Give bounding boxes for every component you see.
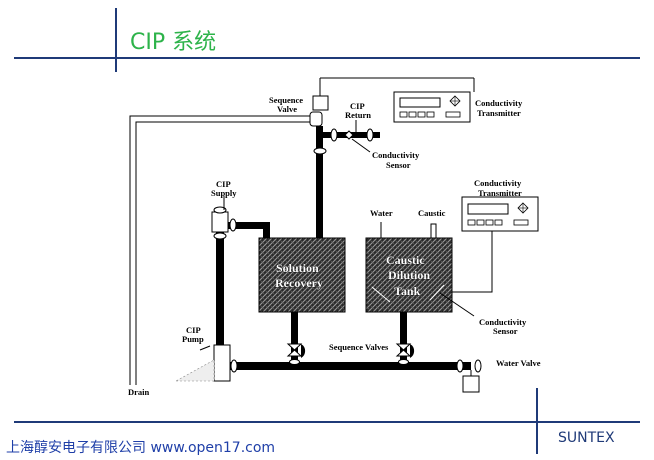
label-caustic-tank-2: Dilution <box>388 268 430 282</box>
label-sequence-valves: Sequence Valves <box>329 342 389 352</box>
label-solution-tank-2: Recovery <box>275 276 323 290</box>
label-conductivity-sensor-right-2: Sensor <box>493 326 518 336</box>
label-cip-supply-1: CIP <box>216 179 231 189</box>
return-flange-lower <box>313 147 327 155</box>
page-title: CIP 系统 <box>130 30 217 55</box>
caustic-dilution-tank <box>365 237 453 313</box>
solution-outlet-pipe <box>291 312 298 366</box>
supply-flange-right <box>229 218 237 232</box>
return-check-valve[interactable] <box>344 130 354 140</box>
water-valve-flange-left <box>456 359 464 373</box>
label-conductivity-transmitter-top-2: Transmitter <box>477 108 521 118</box>
supply-drop-pipe <box>263 222 270 240</box>
conductivity-transmitter-top <box>393 91 471 123</box>
footer-company: 上海醇安电子有限公司 www.open17.com <box>6 440 276 456</box>
footer-brand: SUNTEX <box>558 430 615 446</box>
label-conductivity-transmitter-right-1: Conductivity <box>474 178 522 188</box>
conductivity-transmitter-right <box>461 196 539 232</box>
return-flange-right <box>366 128 374 142</box>
water-valve-flange-right <box>474 359 482 373</box>
drain-valve-fitting <box>309 111 323 127</box>
label-sequence-valve-1: Sequence <box>269 95 303 105</box>
caustic-outlet-pipe <box>400 312 407 366</box>
supply-valve-body[interactable] <box>211 211 229 233</box>
sensor-right-leader <box>439 292 475 317</box>
sequence-valve-top[interactable] <box>312 95 329 111</box>
caustic-outlet-flange <box>398 359 409 365</box>
label-conductivity-sensor-right-1: Conductivity <box>479 317 527 327</box>
label-caustic: Caustic <box>418 208 446 218</box>
supply-flange-lower <box>213 232 227 240</box>
cip-pump[interactable] <box>175 344 238 382</box>
label-conductivity-transmitter-top-1: Conductivity <box>475 98 523 108</box>
water-valve-body[interactable] <box>462 375 480 393</box>
label-sequence-valve-2: Valve <box>277 104 297 114</box>
label-conductivity-transmitter-right-2: Transmitter <box>478 188 522 198</box>
bottom-header-pipe <box>226 362 471 370</box>
label-water: Water <box>370 208 393 218</box>
label-cip-pump-2: Pump <box>182 334 204 344</box>
label-caustic-tank-1: Caustic <box>386 253 425 267</box>
label-water-valve: Water Valve <box>496 358 541 368</box>
sequence-valve-left[interactable] <box>286 343 306 358</box>
return-flange-left <box>330 128 338 142</box>
sequence-valve-right[interactable] <box>395 343 415 358</box>
label-cip-pump-1: CIP <box>186 325 201 335</box>
supply-top-pipe <box>224 222 270 229</box>
solution-recovery-tank <box>258 237 346 313</box>
label-conductivity-sensor-top-1: Conductivity <box>372 150 420 160</box>
supply-riser-pipe <box>216 230 224 348</box>
label-drain: Drain <box>128 387 150 397</box>
drain-pipe-inner <box>135 121 312 385</box>
tank-probe-a <box>371 286 391 303</box>
tank-probe-b <box>429 284 445 301</box>
label-cip-return-1: CIP <box>350 101 365 111</box>
caustic-inlet <box>430 223 437 239</box>
label-caustic-tank-3: Tank <box>394 284 421 298</box>
label-cip-return-2: Return <box>345 110 371 120</box>
return-riser-pipe <box>316 126 323 238</box>
supply-flange-upper <box>213 206 227 214</box>
solution-outlet-flange <box>289 359 300 365</box>
label-conductivity-sensor-top-2: Sensor <box>386 160 411 170</box>
transmitter-right-signal-wire <box>444 231 493 293</box>
drain-pipe-outer <box>129 115 312 385</box>
label-solution-tank-1: Solution <box>276 261 319 275</box>
label-cip-supply-2: Supply <box>211 188 237 198</box>
sensor-top-leader <box>351 138 371 153</box>
